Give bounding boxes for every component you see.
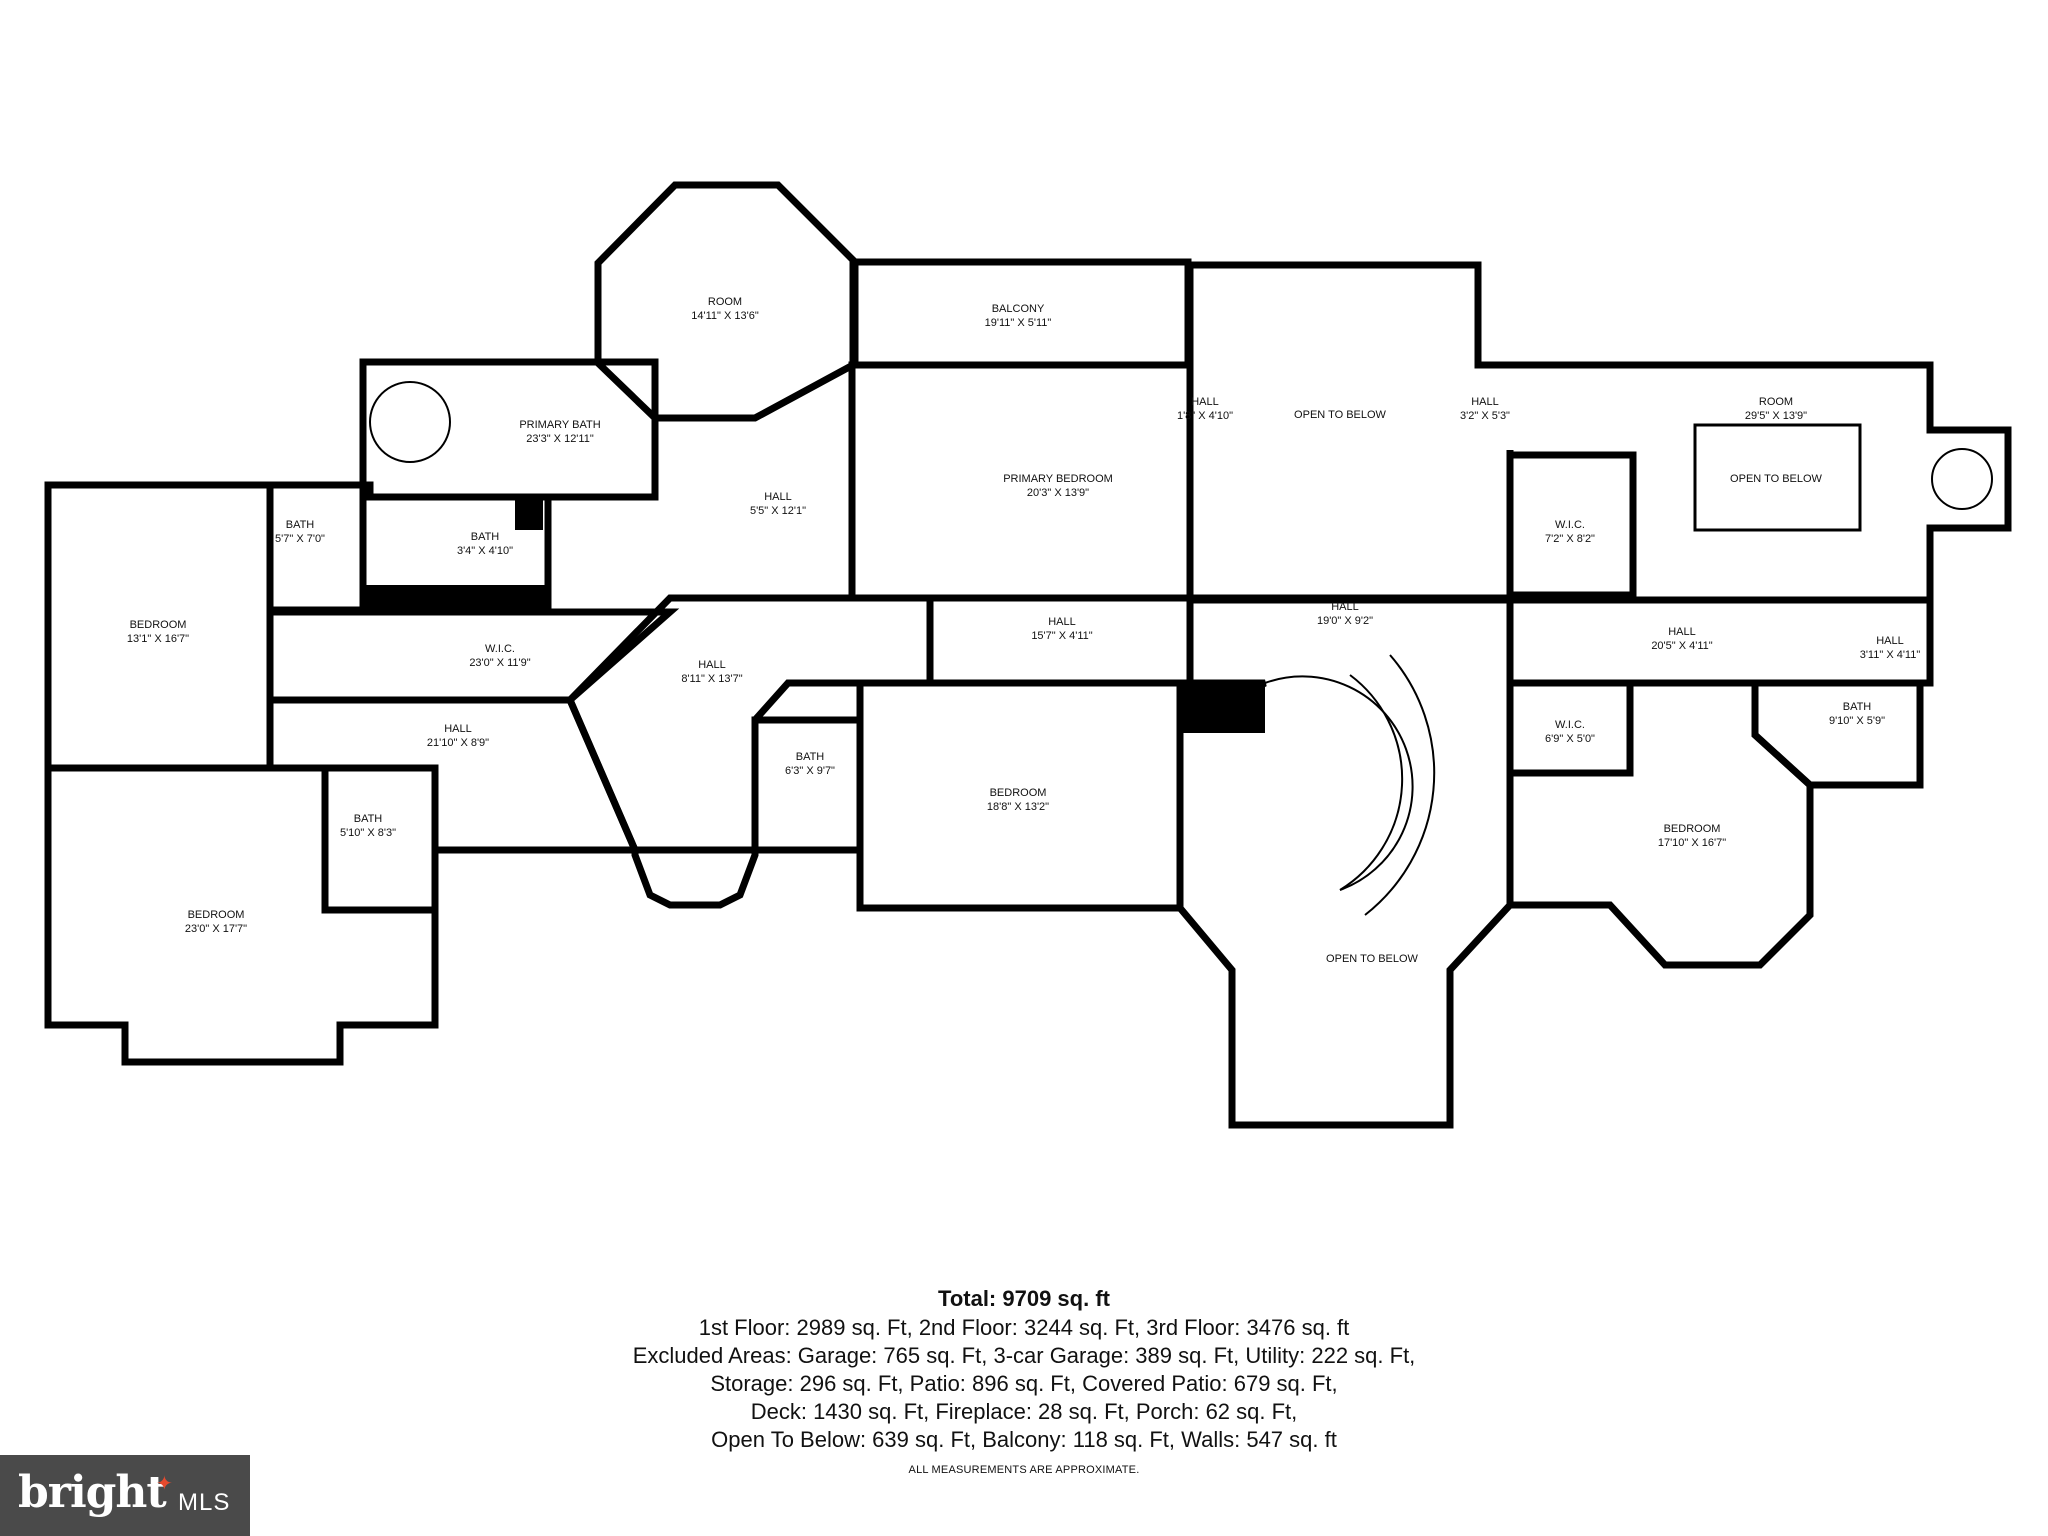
room-dimensions: 20'5" X 4'11" <box>1651 640 1712 652</box>
room-name: OPEN TO BELOW <box>1326 953 1419 965</box>
room-dimensions: 13'1" X 16'7" <box>127 633 189 645</box>
room-dimensions: 9'10" X 5'9" <box>1829 715 1885 727</box>
room-dimensions: 19'0" X 9'2" <box>1317 615 1373 627</box>
summary-line: Storage: 296 sq. Ft, Patio: 896 sq. Ft, … <box>710 1371 1338 1396</box>
logo-brand: bright <box>18 1467 167 1518</box>
right-bedroom-walls <box>1506 679 1814 969</box>
room-dimensions: 19'11" X 5'11" <box>985 317 1052 329</box>
room-name: HALL <box>1331 601 1359 613</box>
room-dimensions: 29'5" X 13'9" <box>1745 410 1807 422</box>
room-name: HALL <box>1048 616 1076 628</box>
room-dimensions: 15'7" X 4'11" <box>1031 630 1092 642</box>
room-dimensions: 14'11" X 13'6" <box>691 310 759 322</box>
room-name: BEDROOM <box>1664 823 1721 835</box>
room-dimensions: 3'2" X 5'3" <box>1460 410 1510 422</box>
room-dimensions: 23'0" X 11'9" <box>469 657 530 669</box>
summary-line: Deck: 1430 sq. Ft, Fireplace: 28 sq. Ft,… <box>750 1399 1298 1424</box>
room-name: BATH <box>354 813 383 825</box>
room-dimensions: 23'0" X 17'7" <box>185 923 247 935</box>
room-dimensions: 21'10" X 8'9" <box>427 737 489 749</box>
room-dimensions: 6'9" X 5'0" <box>1545 733 1595 745</box>
summary-line: Open To Below: 639 sq. Ft, Balcony: 118 … <box>711 1427 1337 1452</box>
room-name: BALCONY <box>992 303 1045 315</box>
room-name: BATH <box>796 751 825 763</box>
bright-mls-logo: bright ✦ MLS <box>0 1455 250 1536</box>
room-name: HALL <box>764 491 792 503</box>
summary-line: 1st Floor: 2989 sq. Ft, 2nd Floor: 3244 … <box>698 1315 1350 1340</box>
octagon-room-walls <box>594 181 857 422</box>
room-name: OPEN TO BELOW <box>1294 409 1387 421</box>
room-name: HALL <box>1668 626 1696 638</box>
room-name: PRIMARY BEDROOM <box>1003 473 1113 485</box>
area-summary: Total: 9709 sq. ft 1st Floor: 2989 sq. F… <box>0 1286 2048 1476</box>
room-name: BATH <box>1843 701 1872 713</box>
room-name: HALL <box>1471 396 1499 408</box>
room-name: BEDROOM <box>130 619 187 631</box>
room-name: BATH <box>286 519 315 531</box>
room-dimensions: 7'2" X 8'2" <box>1545 533 1595 545</box>
room-dimensions: 5'7" X 7'0" <box>275 533 325 545</box>
room-dimensions: 23'3" X 12'11" <box>526 433 594 445</box>
room-name: W.I.C. <box>485 643 515 655</box>
room-dimensions: 5'10" X 8'3" <box>340 827 396 839</box>
room-dimensions: 18'8" X 13'2" <box>987 801 1049 813</box>
room-dimensions: 17'10" X 16'7" <box>1658 837 1726 849</box>
room-dimensions: 20'3" X 13'9" <box>1027 487 1089 499</box>
open-below-top-walls <box>1186 261 2012 604</box>
room-dimensions: 3'4" X 4'10" <box>457 545 513 557</box>
summary-line: Excluded Areas: Garage: 765 sq. Ft, 3-ca… <box>632 1343 1416 1368</box>
room-name: BEDROOM <box>188 909 245 921</box>
room-name: BEDROOM <box>990 787 1047 799</box>
room-dimensions: 3'11" X 4'11" <box>1860 649 1921 661</box>
room-name: ROOM <box>708 296 742 308</box>
room-name: W.I.C. <box>1555 519 1585 531</box>
room-name: OPEN TO BELOW <box>1730 473 1823 485</box>
room-dimensions: 8'11" X 13'7" <box>681 673 742 685</box>
room-dimensions: 5'5" X 12'1" <box>750 505 806 517</box>
room-name: PRIMARY BATH <box>519 419 600 431</box>
bottom-left-bedroom-walls <box>44 764 439 1066</box>
room-name: HALL <box>1191 396 1219 408</box>
room-name: ROOM <box>1759 396 1793 408</box>
room-name: W.I.C. <box>1555 719 1585 731</box>
room-dimensions: 1'8" X 4'10" <box>1177 410 1233 422</box>
summary-total: Total: 9709 sq. ft <box>938 1286 1110 1311</box>
measurement-note: ALL MEASUREMENTS ARE APPROXIMATE. <box>908 1464 1140 1476</box>
logo-star-icon: ✦ <box>156 1473 173 1495</box>
room-dimensions: 6'3" X 9'7" <box>785 765 835 777</box>
room-name: HALL <box>698 659 726 671</box>
room-name: HALL <box>444 723 472 735</box>
room-name: BATH <box>471 531 500 543</box>
logo-suffix: MLS <box>178 1489 231 1516</box>
room-name: HALL <box>1876 635 1904 647</box>
